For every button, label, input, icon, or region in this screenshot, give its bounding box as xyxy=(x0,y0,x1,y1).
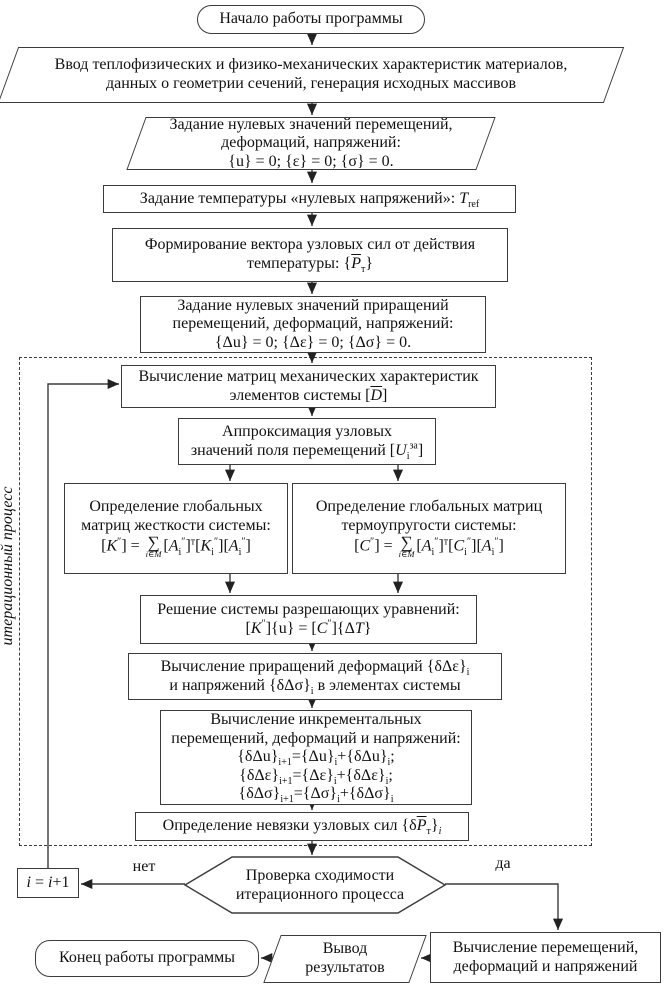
compute-incremental-values-process: Вычисление инкрементальных перемещений, … xyxy=(160,710,472,805)
text-line: Начало работы программы xyxy=(219,10,403,28)
end-terminator: Конец работы программы xyxy=(35,940,259,977)
text-line: значений поля перемещений [Uiза] xyxy=(190,440,424,462)
approximate-displacements-process: Аппроксимация узловых значений поля пере… xyxy=(178,418,436,465)
text-line: перемещений, деформаций, напряжений: xyxy=(172,315,454,333)
global-thermoelastic-process: Определение глобальных матриц термоупруг… xyxy=(292,483,566,574)
iteration-label: итерационный процесс xyxy=(0,486,16,646)
iteration-counter-box: i = i+1 xyxy=(17,868,79,898)
text-line: Проверка сходимости xyxy=(245,866,395,884)
compute-strain-stress-increments-process: Вычисление приращений деформаций {δΔε}i … xyxy=(128,653,502,700)
text-line: [C″] = ∑i∈M[Ai″]т[Ci″][Ai″] xyxy=(354,533,504,560)
text-line: Вычисление приращений деформаций {δΔε}i xyxy=(160,657,470,679)
iteration-dashed-region xyxy=(19,357,592,846)
zero-increments-process: Задание нулевых значений приращений пере… xyxy=(140,296,486,353)
text-line: Вычисление инкрементальных xyxy=(210,711,422,729)
text-line: Решение системы разрешающих уравнений: xyxy=(157,600,460,618)
text-line: данных о геометрии сечений, генерация ис… xyxy=(105,75,517,92)
text-line: Вывод xyxy=(322,940,368,958)
start-terminator: Начало работы программы xyxy=(197,5,425,34)
text-line: деформаций и напряжений xyxy=(453,957,638,975)
text-line: {δΔu}i+1={Δu}i+{δΔu}i; xyxy=(237,748,395,769)
convergence-decision: Проверка сходимости итерационного процес… xyxy=(210,858,430,912)
text-line: Определение глобальных матриц xyxy=(315,498,543,516)
text-line: {δΔσ}i+1={Δσ}i+{δΔσ}i xyxy=(238,785,394,806)
text-line: Задание нулевых значений перемещений, xyxy=(169,115,453,133)
text-line: температуры: {Pт} xyxy=(246,255,374,276)
decision-hexagon-shape xyxy=(183,856,447,914)
no-label: нет xyxy=(132,858,156,875)
form-force-vector-process: Формирование вектора узловых сил от дейс… xyxy=(112,228,508,282)
residual-forces-process: Определение невязки узловых сил {δPт}i xyxy=(135,812,469,841)
text-line: перемещений, деформаций и напряжений: xyxy=(171,729,461,747)
text-line: [K″]{u} = [C″]{ΔT} xyxy=(245,618,372,637)
text-line: элементов системы [D] xyxy=(229,386,388,404)
text-line: {u} = 0; {ε} = 0; {σ} = 0. xyxy=(228,152,394,170)
text-line: Конец работы программы xyxy=(58,949,236,967)
init-zero-parallelogram: Задание нулевых значений перемещений, де… xyxy=(126,115,496,170)
text-line: {δΔε}i+1={Δε}i+{δΔε}i; xyxy=(239,766,393,787)
text-line: {Δu} = 0; {Δε} = 0; {Δσ} = 0. xyxy=(214,333,412,351)
yes-label: да xyxy=(495,855,511,872)
text-line: Вычисление матриц механических характери… xyxy=(138,367,479,385)
text-line: итерационного процесса xyxy=(235,886,405,903)
set-tref-process: Задание температуры «нулевых напряжений»… xyxy=(103,185,516,213)
text-line: Аппроксимация узловых xyxy=(222,422,392,440)
global-stiffness-process: Определение глобальных матриц жесткости … xyxy=(64,483,288,574)
text-line: Задание температуры «нулевых напряжений»… xyxy=(139,189,480,210)
text-line: матриц жесткости системы: xyxy=(81,516,271,534)
text-line: Формирование вектора узловых сил от дейс… xyxy=(144,236,476,254)
text-line: и напряжений {δΔσ}i в элементах системы xyxy=(169,676,461,697)
text-line: результатов xyxy=(305,959,385,976)
feedback-path xyxy=(47,378,119,868)
text-line: Определение глобальных xyxy=(89,498,263,516)
text-line: Ввод теплофизических и физико-механическ… xyxy=(54,56,568,74)
solve-equations-process: Решение системы разрешающих уравнений: [… xyxy=(140,595,477,644)
text-line: [K″] = ∑i∈M[Ai″]т[Ki″][Ai″] xyxy=(101,533,251,560)
text-line: деформаций, напряжений: xyxy=(221,134,401,152)
text-line: Вычисление перемещений, xyxy=(452,938,639,956)
input-parallelogram: Ввод теплофизических и физико-механическ… xyxy=(0,47,625,103)
output-parallelogram: Вывод результатов xyxy=(263,935,427,983)
compute-results-process: Вычисление перемещений, деформаций и нап… xyxy=(430,932,661,983)
text-line: термоупругости системы: xyxy=(341,516,517,534)
text-line: Задание нулевых значений приращений xyxy=(177,296,449,314)
compute-mech-matrices-process: Вычисление матриц механических характери… xyxy=(121,365,496,408)
text-line: i = i+1 xyxy=(26,873,70,891)
arrow-yes-path xyxy=(445,883,564,930)
text-line: Определение невязки узловых сил {δPт}i xyxy=(162,817,442,838)
